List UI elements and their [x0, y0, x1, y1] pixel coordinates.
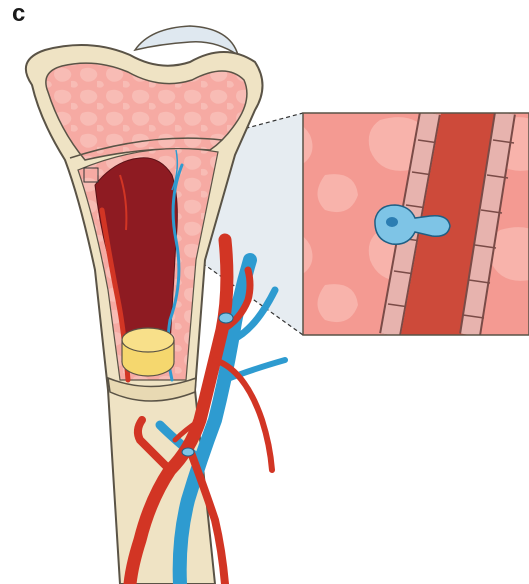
cell-icon [219, 313, 233, 323]
zoom-inset-icon [303, 113, 529, 335]
cartilage-cap [135, 26, 238, 55]
